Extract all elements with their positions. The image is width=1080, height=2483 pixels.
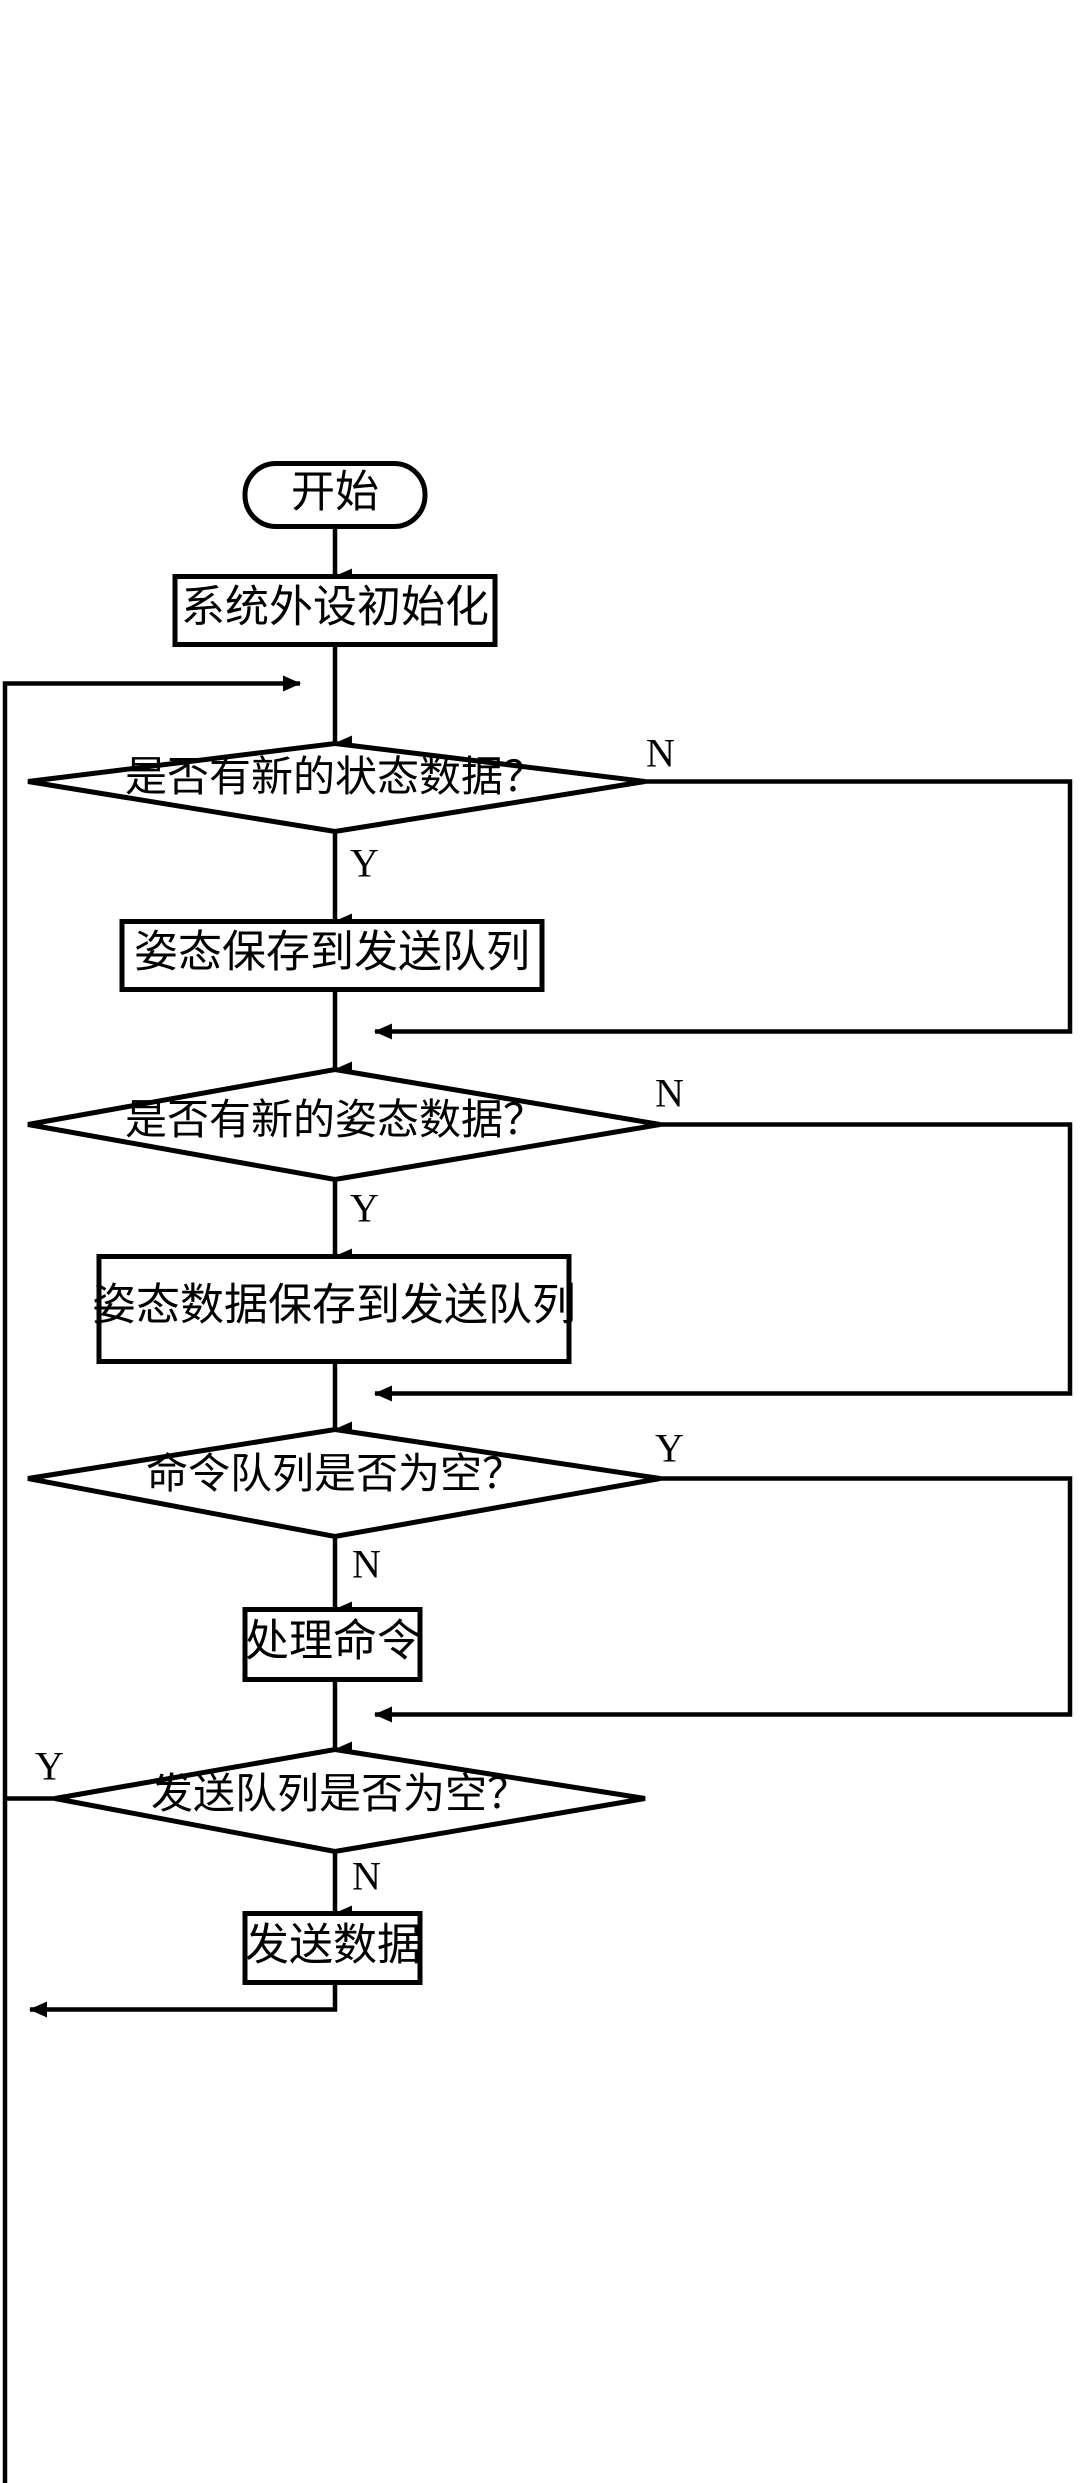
edge-deccmd-yes [374, 1476, 1073, 1723]
branch-label-send-no: N [352, 1854, 381, 1899]
node-init-label: 系统外设初始化 [181, 583, 489, 632]
node-start-label: 开始 [291, 468, 379, 517]
branch-label-pose-no: N [655, 1071, 684, 1116]
node-send-data: 发送数据 [242, 1911, 423, 1985]
node-decision-send: 发送队列是否为空？ [54, 1746, 646, 1855]
node-decision-status: 是否有新的状态数据？ [27, 740, 646, 835]
node-decision-pose-label: 是否有新的姿态数据？ [125, 1098, 545, 1144]
node-process-cmd-label: 处理命令 [245, 1617, 421, 1666]
node-save-pose: 姿态保存到发送队列 [119, 919, 545, 992]
branch-label-send-yes: Y [35, 1744, 64, 1789]
node-decision-cmd-label: 命令队列是否为空？ [146, 1451, 524, 1498]
node-init: 系统外设初始化 [172, 574, 498, 647]
branch-label-status-yes: Y [350, 841, 379, 886]
edge-decpose-no [374, 1122, 1073, 1402]
branch-label-cmd-no: N [352, 1542, 381, 1587]
branch-label-cmd-yes: Y [655, 1426, 684, 1471]
node-save-pose-data: 姿态数据保存到发送队列 [92, 1254, 576, 1364]
node-process-cmd: 处理命令 [242, 1607, 423, 1682]
node-save-pose-data-label: 姿态数据保存到发送队列 [92, 1281, 576, 1330]
node-send-data-label: 发送数据 [245, 1921, 421, 1970]
node-start: 开始 [242, 461, 428, 529]
node-decision-cmd: 命令队列是否为空？ [27, 1426, 661, 1540]
node-save-pose-label: 姿态保存到发送队列 [134, 928, 530, 977]
edge-return-rail-left [2, 675, 301, 2483]
branch-label-status-no: N [646, 731, 675, 776]
branch-label-pose-yes: Y [350, 1186, 379, 1231]
edge-decstatus-no [374, 779, 1073, 1040]
node-decision-pose: 是否有新的姿态数据？ [27, 1066, 661, 1183]
edge-senddata-return [29, 1982, 338, 2018]
node-decision-status-label: 是否有新的状态数据？ [125, 755, 545, 801]
node-decision-send-label: 发送队列是否为空？ [151, 1771, 529, 1818]
